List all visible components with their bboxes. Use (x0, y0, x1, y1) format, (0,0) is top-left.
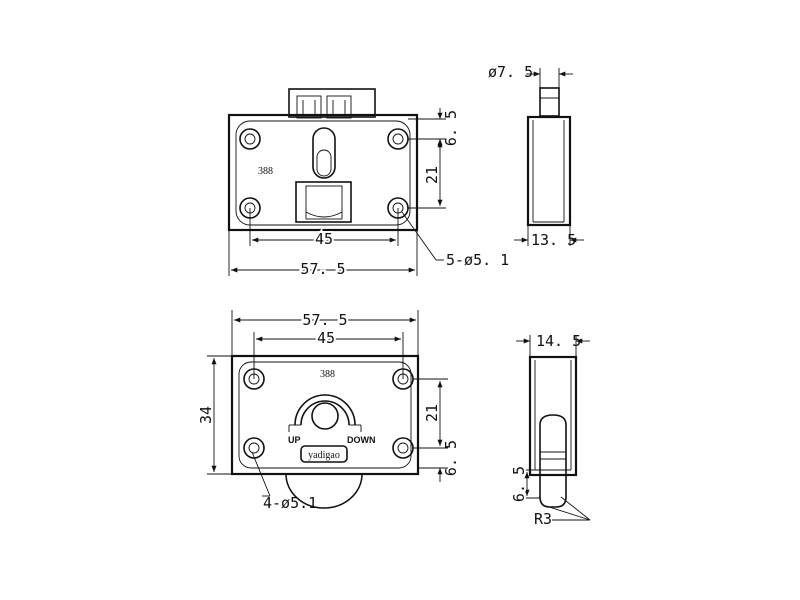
bottom-model-label: 388 (320, 369, 335, 380)
bottom-dim-hole-pitch: 45 (317, 329, 335, 347)
tab-slot-right (326, 95, 352, 119)
side2-wheel-arm (539, 414, 567, 508)
top-dim-hole-top: 6. 5 (442, 110, 460, 146)
brand-plate (300, 445, 348, 463)
side2-body (528, 355, 578, 477)
bottom-wheel (285, 473, 363, 509)
side2-dim-depth: 14. 5 (536, 332, 581, 350)
label-up: UP (288, 435, 301, 445)
bottom-side-view: 14. 5 6. 5 R3 (508, 332, 591, 528)
side-body (526, 115, 572, 227)
bottom-dim-hole-bottom: 6. 5 (442, 440, 460, 476)
top-dim-hole-pitch: 45 (315, 230, 333, 248)
bottom-arc (294, 394, 356, 426)
top-tab (288, 88, 376, 118)
top-latch-window (295, 181, 352, 223)
top-center-slot (312, 127, 336, 179)
side2-dim-wheel-offset: 6. 5 (510, 466, 528, 502)
top-inner-frame (235, 120, 411, 226)
brand-label: yadigao (308, 450, 340, 461)
tab-slot-left (296, 95, 322, 119)
top-side-view: ø7. 5 13. 5 (488, 63, 584, 249)
side-dim-depth: 13. 5 (531, 231, 576, 249)
bottom-center-hole (311, 402, 339, 430)
top-body-plate (227, 113, 419, 232)
bottom-front-view: 388 UP DOWN yadigao 57. 5 45 34 21 6. 5 … (195, 309, 460, 512)
bottom-body-plate (230, 354, 420, 476)
top-dim-hole-vertical: 21 (423, 166, 441, 184)
bottom-holes (243, 368, 414, 459)
top-dim-width: 57. 5 (300, 260, 345, 278)
bottom-dim-width: 57. 5 (302, 311, 347, 329)
side-pin (539, 87, 560, 117)
side2-dim-radius: R3 (534, 510, 552, 528)
bottom-inner-frame (238, 361, 412, 469)
bottom-hole-callout: 4-ø5.1 (263, 494, 317, 512)
bottom-dim-hole-vertical: 21 (423, 404, 441, 422)
side-dim-pin-diameter: ø7. 5 (488, 63, 533, 81)
top-front-view: 388 6. 5 21 45 57. 5 5-ø5. 1 (227, 88, 509, 280)
label-down: DOWN (347, 435, 376, 445)
top-hole-callout: 5-ø5. 1 (446, 251, 509, 269)
bottom-dim-height: 34 (197, 406, 215, 424)
top-model-label: 388 (258, 166, 273, 177)
